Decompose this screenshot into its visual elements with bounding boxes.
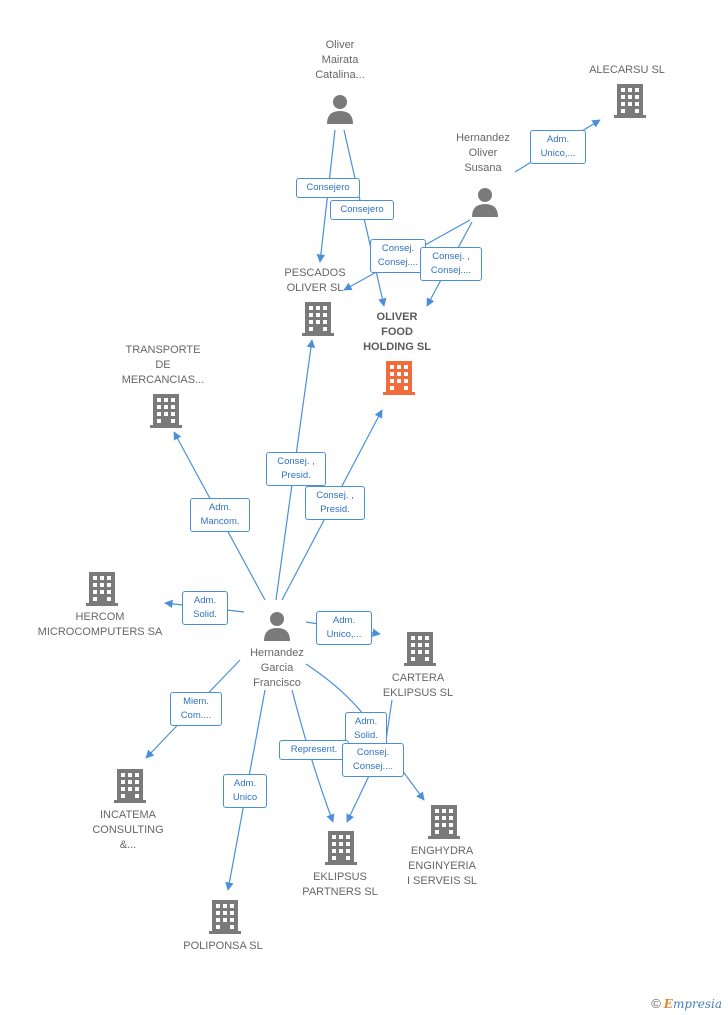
- node-incatema[interactable]: INCATEMA CONSULTING &...: [80, 808, 176, 853]
- relation-label[interactable]: Adm. Unico,...: [316, 611, 372, 645]
- node-alecarsu[interactable]: ALECARSU SL: [572, 63, 682, 78]
- building-icon: [150, 394, 182, 428]
- node-cartera[interactable]: CARTERA EKLIPSUS SL: [370, 671, 466, 701]
- person-icon: [264, 612, 290, 641]
- relation-label[interactable]: Consej. Consej....: [342, 743, 404, 777]
- node-label: CARTERA EKLIPSUS SL: [382, 672, 454, 699]
- building-icon: [114, 769, 146, 803]
- node-label: Oliver Mairata Catalina...: [315, 39, 365, 81]
- relation-label[interactable]: Adm. Unico: [223, 774, 267, 808]
- relation-label[interactable]: Consej. , Presid.: [266, 452, 326, 486]
- node-transporte[interactable]: TRANSPORTE DE MERCANCIAS...: [110, 343, 216, 388]
- person-icon: [327, 95, 353, 124]
- relation-label[interactable]: Adm. Mancom.: [190, 498, 250, 532]
- node-eklipsus-partners[interactable]: EKLIPSUS PARTNERS SL: [290, 870, 390, 900]
- node-oliver-mairata[interactable]: Oliver Mairata Catalina...: [300, 38, 380, 83]
- node-label: INCATEMA CONSULTING &...: [92, 809, 164, 851]
- relation-label[interactable]: Adm. Unico,...: [530, 130, 586, 164]
- node-enghydra[interactable]: ENGHYDRA ENGINYERIA I SERVEIS SL: [392, 844, 492, 889]
- building-icon: [209, 900, 241, 934]
- node-hernandez-garcia[interactable]: Hernandez Garcia Francisco: [232, 646, 322, 691]
- building-icon: [86, 572, 118, 606]
- person-icon: [472, 188, 498, 217]
- relation-label[interactable]: Adm. Solid.: [345, 712, 387, 746]
- node-poliponsa[interactable]: POLIPONSA SL: [168, 939, 278, 954]
- node-label: POLIPONSA SL: [183, 940, 263, 952]
- relation-label[interactable]: Consej. , Presid.: [305, 486, 365, 520]
- brand-footer: ©Empresia: [651, 996, 722, 1011]
- node-label: EKLIPSUS PARTNERS SL: [302, 871, 378, 898]
- relation-label[interactable]: Consejero: [296, 178, 360, 198]
- node-label: Hernandez Garcia Francisco: [250, 647, 304, 689]
- building-icon-highlighted: [383, 361, 415, 395]
- brand-logo-e: E: [663, 997, 673, 1011]
- node-hercom[interactable]: HERCOM MICROCOMPUTERS SA: [30, 610, 170, 640]
- relation-label[interactable]: Consej. Consej....: [370, 239, 426, 273]
- building-icon: [302, 302, 334, 336]
- building-icon: [325, 831, 357, 865]
- copyright-icon: ©: [651, 996, 661, 1011]
- relation-label[interactable]: Represent.: [279, 740, 349, 760]
- relation-label[interactable]: Consejero: [330, 200, 394, 220]
- node-label: ENGHYDRA ENGINYERIA I SERVEIS SL: [406, 845, 478, 887]
- relation-label[interactable]: Consej. , Consej....: [420, 247, 482, 281]
- node-label: TRANSPORTE DE MERCANCIAS...: [121, 344, 205, 386]
- node-label: ALECARSU SL: [589, 64, 665, 76]
- node-oliver-food[interactable]: OLIVER FOOD HOLDING SL: [346, 310, 448, 355]
- building-icon: [404, 632, 436, 666]
- node-pescados[interactable]: PESCADOS OLIVER SL: [270, 266, 360, 296]
- relation-label[interactable]: Adm. Solid.: [182, 591, 228, 625]
- relation-label[interactable]: Miem. Com....: [170, 692, 222, 726]
- node-label: HERCOM MICROCOMPUTERS SA: [37, 611, 163, 638]
- node-label: PESCADOS OLIVER SL: [284, 267, 346, 294]
- building-icon: [614, 84, 646, 118]
- node-hernandez-oliver[interactable]: Hernandez Oliver Susana: [440, 131, 526, 176]
- node-label: Hernandez Oliver Susana: [456, 132, 510, 174]
- building-icon: [428, 805, 460, 839]
- node-label: OLIVER FOOD HOLDING SL: [363, 311, 431, 353]
- brand-logo-text: mpresia: [672, 997, 722, 1011]
